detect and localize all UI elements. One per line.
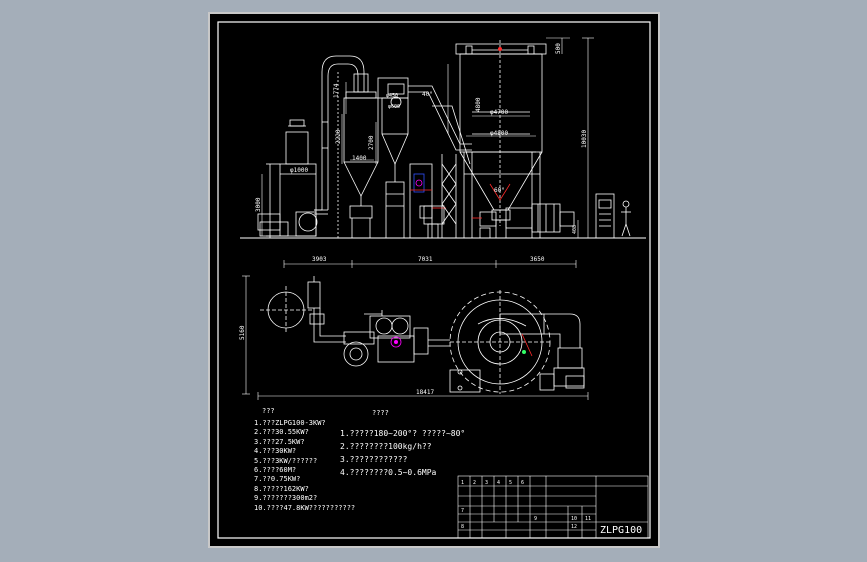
title-cell-1: 1	[461, 480, 464, 486]
elevation-view	[240, 37, 646, 239]
note-left-item: 6.????60M?	[254, 466, 297, 475]
notes-left-list: 1.???ZLPG100-3KW? 2.???30.55KW? 3.???27.…	[254, 419, 355, 513]
title-cell-3: 3	[485, 480, 488, 486]
title-cell-11: 11	[585, 516, 591, 522]
control-cabinet	[595, 193, 615, 239]
drying-tower	[455, 40, 547, 239]
dim-3650: 3650	[530, 256, 545, 263]
dim-7031: 7031	[418, 256, 433, 263]
engineering-drawing: 1774 2220 2700 1400 φ1000 3000 4800 500 …	[217, 21, 651, 539]
note-right-item: 3.????????????	[340, 455, 408, 464]
note-right-item: 4.????????0.5~0.6MPa	[340, 468, 437, 477]
dim-4800: 4800	[475, 97, 482, 112]
title-cell-6: 6	[521, 480, 524, 486]
dim-1000: φ1000	[290, 167, 308, 174]
plan-inlet-elbow	[539, 313, 585, 391]
dim-450: φ450	[386, 93, 398, 99]
title-cell-10: 10	[571, 516, 577, 522]
dim-4800b: φ4800	[490, 130, 508, 137]
cyclone-two	[377, 77, 409, 239]
notes-right-heading: ????	[372, 409, 389, 417]
title-cell-4: 4	[497, 480, 500, 486]
dim-40deg: 40°	[422, 91, 433, 98]
inlet-fan	[254, 211, 320, 239]
dim-60deg: 60°	[494, 187, 505, 194]
title-cell-2: 2	[473, 480, 476, 486]
note-left-item: 1.???ZLPG100-3KW?	[254, 419, 326, 427]
title-block-model: ZLPG100	[600, 525, 642, 536]
dim-5160: 5160	[239, 325, 246, 340]
title-cell-8: 8	[461, 524, 464, 530]
dim-4700: φ4700	[490, 109, 508, 116]
inclined-duct	[408, 85, 472, 238]
dim-3000: 3000	[255, 197, 262, 212]
dim-600: φ600	[388, 104, 400, 110]
atomizer-drive	[472, 203, 575, 239]
notes-right-list: 1.?????180~200°? ?????~80° 2.????????100…	[340, 427, 465, 479]
dim-2700: 2700	[368, 135, 375, 150]
drawing-sheet: 1774 2220 2700 1400 φ1000 3000 4800 500 …	[208, 12, 660, 548]
exhaust-blower	[409, 163, 446, 239]
plan-heater	[260, 286, 312, 334]
dim-10030: 10030	[581, 130, 588, 148]
title-cell-5: 5	[509, 480, 512, 486]
note-right-item: 1.?????180~200°? ?????~80°	[340, 429, 466, 438]
note-left-item: 10.????47.8KW???????????	[254, 503, 356, 512]
note-left-item: 2.???30.55KW?	[254, 428, 309, 437]
dim-500: 500	[555, 43, 562, 54]
plan-view	[242, 260, 589, 400]
notes-left-heading: ???	[262, 407, 275, 415]
title-block-labels: ZLPG100 1 2 3 4 5 6 7 8 9 10 11 12	[461, 480, 642, 536]
title-cell-12: 12	[571, 524, 577, 530]
dim-1774: 1774	[333, 83, 340, 98]
dim-3903: 3903	[312, 256, 327, 263]
inner-frame	[217, 21, 651, 539]
note-left-item: 3.???27.5KW?	[254, 437, 305, 446]
hot-air-duct	[314, 55, 365, 238]
dim-1400: 1400	[352, 155, 367, 162]
title-cell-9: 9	[534, 516, 537, 522]
note-left-item: 5.???3KW/??????	[254, 456, 318, 465]
dim-2220: 2220	[335, 129, 342, 144]
plan-duct	[307, 276, 346, 343]
note-left-item: 4.???30KW?	[254, 447, 297, 456]
title-block	[457, 475, 649, 539]
dim-408: 408	[572, 225, 578, 234]
title-cell-7: 7	[461, 508, 464, 514]
plan-tower	[449, 290, 551, 394]
elevation-dimension-lines	[261, 37, 594, 239]
elevation-labels: 1774 2220 2700 1400 φ1000 3000 4800 500 …	[255, 43, 588, 234]
note-right-item: 2.????????100kg/h??	[340, 442, 432, 451]
operator-figure	[621, 200, 631, 237]
note-left-item: 8.?????162KW?	[254, 484, 309, 493]
plan-dimension-lines	[242, 260, 589, 400]
plan-labels: 3903 7031 3650 5160 18417	[239, 256, 545, 396]
dim-18417: 18417	[416, 389, 434, 396]
plan-cyclones	[343, 310, 450, 367]
note-left-item: 9.???????300m2?	[254, 494, 318, 503]
note-left-item: 7.??0.75KW?	[254, 475, 301, 484]
heater-unit	[266, 119, 317, 238]
